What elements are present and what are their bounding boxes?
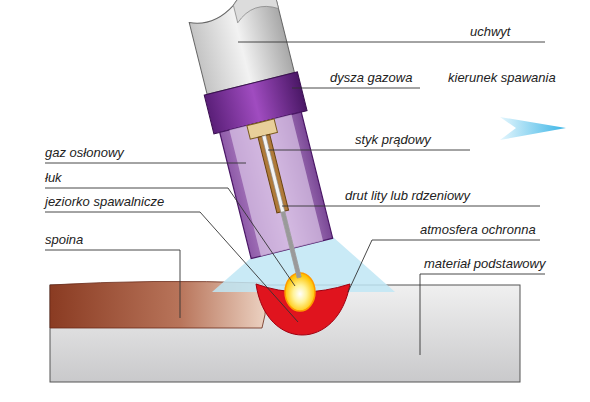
part-label: atmosfera ochronna bbox=[420, 222, 536, 237]
part-label: łuk bbox=[45, 170, 62, 185]
part-label: kierunek spawania bbox=[448, 70, 556, 85]
part-label: materiał podstawowy bbox=[424, 256, 545, 271]
part-label: styk prądowy bbox=[355, 132, 431, 147]
part-label: drut lity lub rdzeniowy bbox=[345, 188, 470, 203]
direction-arrow bbox=[500, 117, 566, 140]
part-label: jeziorko spawalnicze bbox=[45, 194, 164, 209]
part-label: spoina bbox=[45, 232, 83, 247]
part-label: gaz osłonowy bbox=[45, 145, 124, 160]
part-label: dysza gazowa bbox=[330, 70, 412, 85]
part-label: uchwyt bbox=[470, 24, 510, 39]
leader-lines bbox=[45, 42, 545, 355]
